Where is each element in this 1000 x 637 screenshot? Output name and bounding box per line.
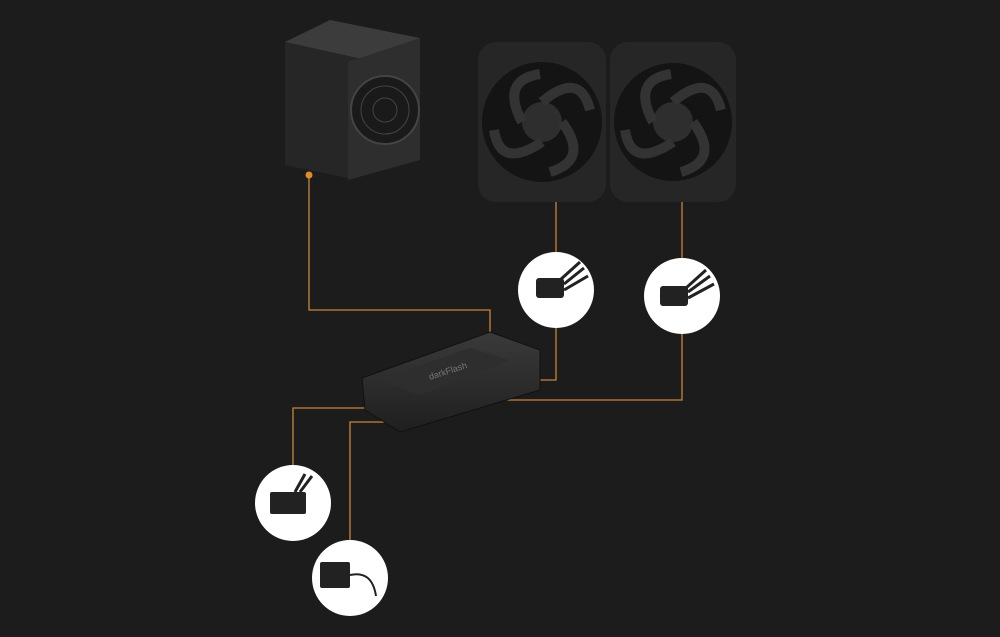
fan-connector-1 — [518, 252, 594, 328]
fan2-hub-line — [480, 334, 683, 401]
power-supply — [285, 20, 420, 180]
psu-line — [308, 176, 491, 340]
sata-line — [292, 407, 372, 465]
fan-1 — [478, 42, 606, 202]
fan-2 — [610, 42, 736, 202]
argb-connector — [312, 540, 388, 616]
fan-connector-2 — [644, 258, 720, 334]
sata-power-connector — [255, 465, 331, 541]
argb-line — [349, 421, 390, 540]
hub: darkFlash — [361, 331, 541, 433]
psu-port-dot — [305, 171, 313, 179]
connector-lines — [292, 176, 683, 540]
